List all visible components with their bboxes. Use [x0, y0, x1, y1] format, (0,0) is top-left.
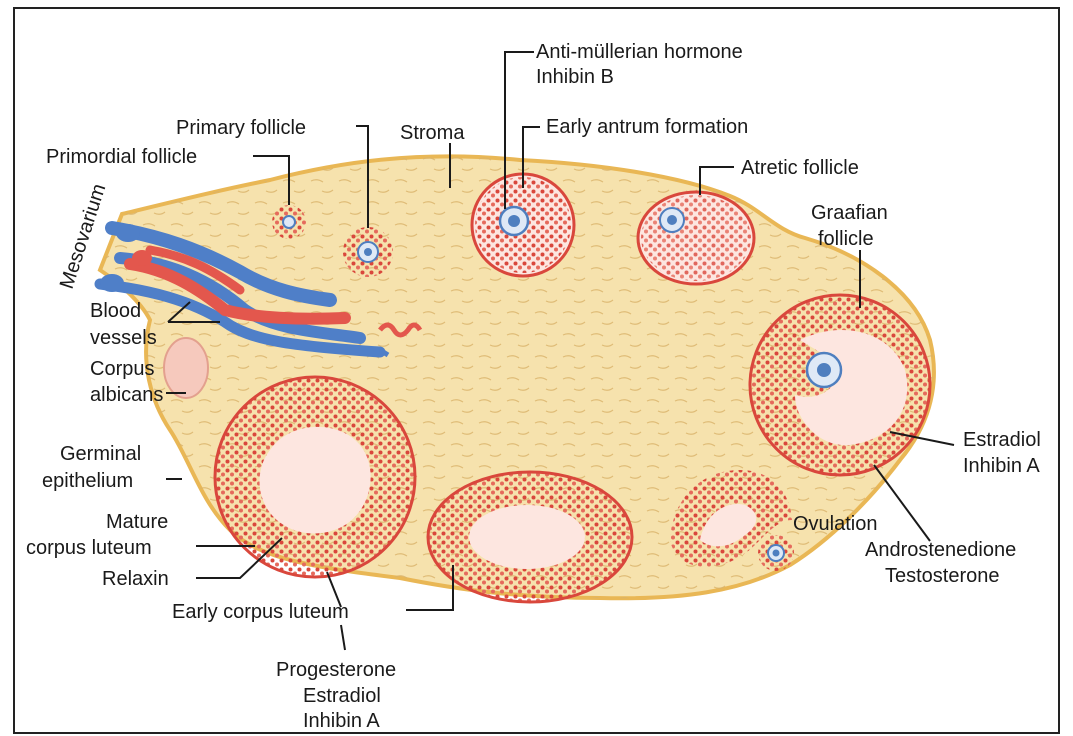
- label-inhibin-b: Inhibin B: [536, 66, 614, 88]
- label-inhibin-a-lower: Inhibin A: [303, 710, 380, 732]
- label-stroma: Stroma: [400, 122, 465, 144]
- label-amh: Anti-müllerian hormone: [536, 41, 743, 63]
- ovulated-oocyte: [758, 535, 794, 571]
- label-estradiol-right: Estradiol: [963, 429, 1041, 451]
- label-mature: Mature: [106, 511, 168, 533]
- label-graafian: Graafian: [811, 202, 888, 224]
- label-germinal: Germinal: [60, 443, 141, 465]
- primary-follicle: [343, 227, 393, 277]
- label-corpus: Corpus: [90, 358, 154, 380]
- early-antrum-follicle: [472, 174, 574, 276]
- label-epithelium: epithelium: [42, 470, 133, 492]
- label-progesterone: Progesterone: [276, 659, 396, 681]
- label-androstenedione: Androstenedione: [865, 539, 1016, 561]
- label-early-antrum: Early antrum formation: [546, 116, 748, 138]
- graafian-follicle: [750, 295, 930, 475]
- label-blood: Blood: [90, 300, 141, 322]
- corpus-albicans: [164, 338, 208, 398]
- label-ovulation: Ovulation: [793, 513, 878, 535]
- label-mature-corpus-luteum: corpus luteum: [26, 537, 152, 559]
- label-inhibin-a-right: Inhibin A: [963, 455, 1040, 477]
- primordial-follicle: [272, 205, 306, 239]
- label-primary-follicle: Primary follicle: [176, 117, 306, 139]
- label-albicans: albicans: [90, 384, 163, 406]
- label-early-corpus-luteum: Early corpus luteum: [172, 601, 349, 623]
- label-estradiol-lower: Estradiol: [303, 685, 381, 707]
- early-corpus-luteum: [428, 472, 632, 602]
- label-relaxin: Relaxin: [102, 568, 169, 590]
- atretic-follicle: [638, 192, 754, 284]
- label-vessels: vessels: [90, 327, 157, 349]
- label-testosterone: Testosterone: [885, 565, 1000, 587]
- label-graafian-follicle: follicle: [818, 228, 874, 250]
- label-primordial-follicle: Primordial follicle: [46, 146, 197, 168]
- label-mesovarium: Mesovarium: [56, 181, 111, 291]
- label-atretic-follicle: Atretic follicle: [741, 157, 859, 179]
